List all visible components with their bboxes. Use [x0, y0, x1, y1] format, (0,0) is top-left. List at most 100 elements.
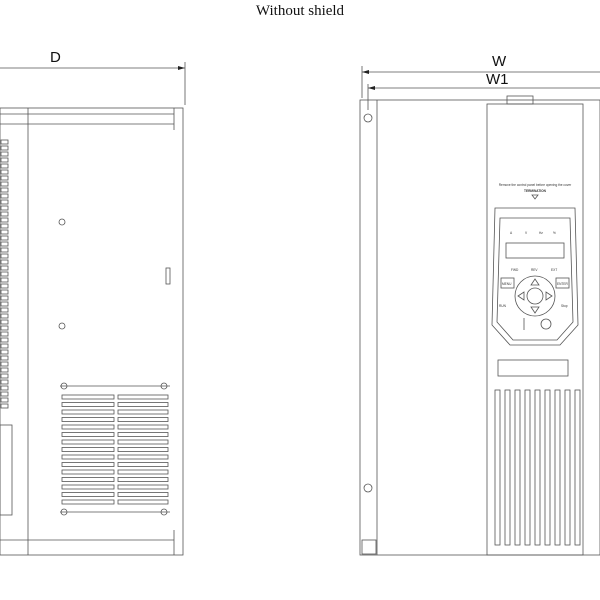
- vent-slot: [0, 343, 9, 349]
- svg-text:MENU: MENU: [502, 282, 512, 286]
- louvre-slot: [61, 402, 115, 407]
- vent-slot: [0, 271, 9, 277]
- svg-text:ENTER: ENTER: [557, 282, 569, 286]
- front-view: W W1 Remove the control panel before ope…: [359, 53, 600, 556]
- vent-slot: [0, 229, 9, 235]
- louvres: [61, 394, 169, 505]
- fin: [574, 389, 581, 546]
- vent-slot: [0, 169, 9, 175]
- vent-slot: [0, 217, 9, 223]
- vent-slot: [0, 181, 9, 187]
- vent-slot: [0, 289, 9, 295]
- louvre-slot: [61, 499, 115, 505]
- vent-slot: [0, 295, 9, 301]
- front-body: [359, 99, 600, 556]
- louvre-slot: [117, 469, 169, 475]
- vent-slot: [0, 403, 9, 409]
- warning-text: Remove the control panel before opening …: [499, 183, 572, 187]
- vent-slot: [0, 301, 9, 307]
- heatsink-fins: [494, 389, 581, 546]
- louvre-slot: [61, 432, 115, 437]
- vent-slot: [0, 163, 9, 169]
- front-panel: [486, 103, 584, 556]
- mount-hole: [58, 218, 66, 226]
- svg-text:V: V: [525, 231, 528, 235]
- vent-slot: [0, 259, 9, 265]
- termination-label: TERMINATION: [524, 189, 547, 193]
- mount-hole: [58, 322, 66, 330]
- vent-slot: [0, 367, 9, 373]
- vent-slot: [0, 247, 9, 253]
- svg-text:A: A: [510, 231, 513, 235]
- fin: [534, 389, 541, 546]
- vent-slot: [0, 331, 9, 337]
- louvre-slot: [117, 402, 169, 407]
- svg-text:EXT: EXT: [551, 268, 557, 272]
- louvre-slot: [117, 394, 169, 400]
- vent-slot: [0, 241, 9, 247]
- keypad-display: [505, 242, 565, 259]
- louvre-slot: [117, 492, 169, 497]
- louvre-slot: [117, 432, 169, 437]
- stop-button[interactable]: [540, 318, 552, 330]
- vent-slot: [0, 325, 9, 331]
- vent-slot: [0, 193, 9, 199]
- vent-slot: [0, 283, 9, 289]
- down-arrow-icon[interactable]: [530, 306, 540, 314]
- louvre-slot: [117, 499, 169, 505]
- fin: [494, 389, 501, 546]
- vent-slot: [0, 385, 9, 391]
- vent-slot: [0, 313, 9, 319]
- direction-pad[interactable]: [514, 275, 556, 317]
- vent-slot: [0, 355, 9, 361]
- louvre-slot: [61, 409, 115, 415]
- dimension-label-d: D: [50, 49, 61, 66]
- louvre-slot: [117, 462, 169, 467]
- svg-text:FWD: FWD: [511, 268, 519, 272]
- louvre-slot: [61, 469, 115, 475]
- vent-slot: [0, 199, 9, 205]
- vent-slot: [0, 391, 9, 397]
- vent-slot: [0, 277, 9, 283]
- arrow-icon: [178, 66, 185, 70]
- right-arrow-icon[interactable]: [545, 291, 553, 301]
- vent-slot: [0, 145, 9, 151]
- vent-slot: [0, 361, 9, 367]
- svg-text:RUN: RUN: [499, 304, 507, 308]
- svg-text:Hz: Hz: [539, 231, 543, 235]
- louvre-slot: [61, 454, 115, 460]
- louvre-slot: [61, 484, 115, 490]
- svg-text:REV: REV: [531, 268, 538, 272]
- enter-button[interactable]: [555, 277, 570, 289]
- louvre-slot: [61, 492, 115, 497]
- louvre-slot: [61, 439, 115, 445]
- louvre-slot: [117, 454, 169, 460]
- dimension-label-w: W: [492, 53, 507, 70]
- louvre-slot: [61, 477, 115, 482]
- side-vents: [0, 139, 9, 409]
- side-view: D: [0, 49, 186, 556]
- vent-slot: [0, 397, 9, 403]
- louvre-slot: [117, 477, 169, 482]
- vent-slot: [0, 235, 9, 241]
- vent-slot: [0, 187, 9, 193]
- fin: [564, 389, 571, 546]
- vent-slot: [0, 211, 9, 217]
- louvre-slot: [117, 484, 169, 490]
- keypad[interactable]: A V Hz % FWD REV EXT MENU ENTER RUN Stop: [491, 207, 579, 346]
- up-arrow-icon[interactable]: [530, 278, 540, 286]
- fin: [524, 389, 531, 546]
- left-arrow-icon[interactable]: [517, 291, 525, 301]
- drawing-title: Without shield: [255, 3, 345, 19]
- louvre-slot: [117, 409, 169, 415]
- menu-button[interactable]: [500, 277, 515, 289]
- side-body: [0, 107, 184, 556]
- vent-slot: [0, 337, 9, 343]
- fin: [514, 389, 521, 546]
- louvre-slot: [117, 424, 169, 430]
- louvre-slot: [61, 394, 115, 400]
- louvre-slot: [117, 417, 169, 422]
- louvre-slot: [61, 447, 115, 452]
- vent-slot: [0, 379, 9, 385]
